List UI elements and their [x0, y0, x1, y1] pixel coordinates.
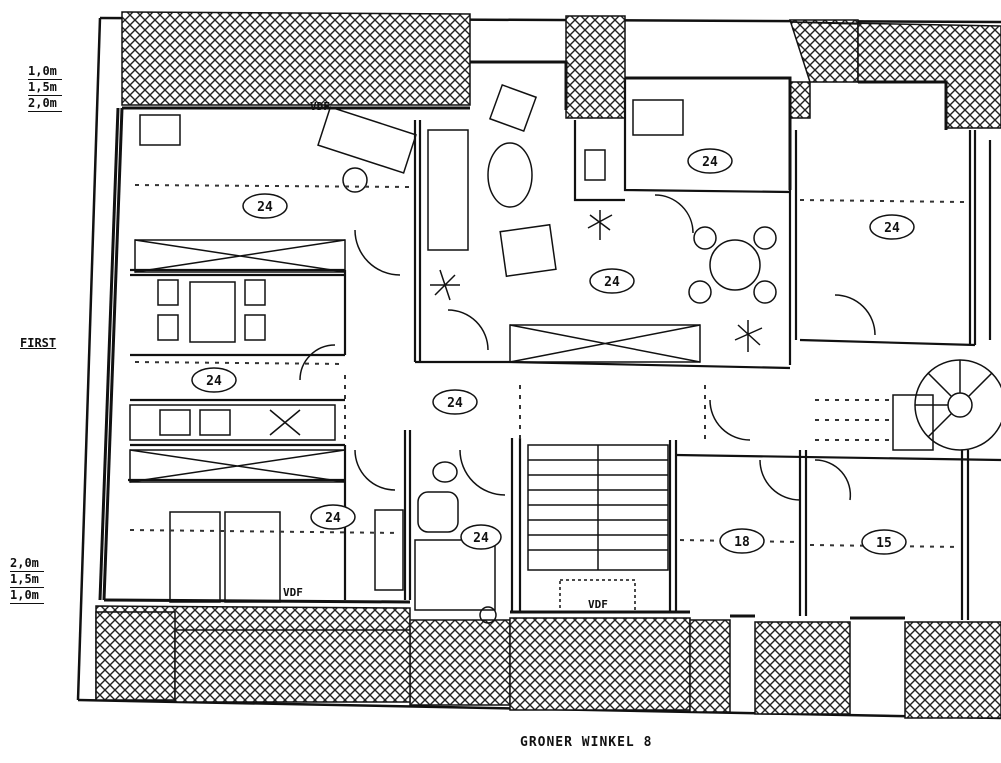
- room-tag-right-top: 24: [869, 214, 915, 240]
- interior-walls: [128, 78, 1001, 620]
- spiral-stair: [892, 359, 1001, 451]
- roof-top-band: [121, 11, 1001, 129]
- ceiling-height-legend-top: 1,0m 1,5m 2,0m: [28, 64, 62, 112]
- furniture-living: [427, 83, 777, 363]
- height-2m: 2,0m: [28, 96, 62, 112]
- vdf-note-bottom-left: VDF: [283, 586, 303, 599]
- room-tag-hall: 24: [432, 389, 478, 415]
- door-swings: [299, 194, 876, 501]
- room-tag-18: 18: [719, 528, 765, 554]
- plan-caption: GRONER WINKEL 8: [520, 735, 653, 750]
- floor-label: FIRST: [20, 336, 57, 350]
- height-1-5m: 1,5m: [28, 80, 62, 96]
- room-number: 15: [876, 536, 892, 551]
- ceiling-height-legend-bottom: 2,0m 1,5m 1,0m: [10, 556, 44, 604]
- height-1m: 1,0m: [28, 64, 62, 80]
- room-number: 24: [206, 374, 222, 389]
- height-2m-bottom: 2,0m: [10, 556, 44, 572]
- room-number: 24: [257, 200, 273, 215]
- vdf-note-top: VDF: [310, 100, 330, 113]
- room-tag-living: 24: [589, 268, 635, 294]
- room-number: 24: [702, 155, 718, 170]
- room-number: 24: [473, 531, 489, 546]
- room-number: 24: [604, 275, 620, 290]
- room-number: 24: [325, 511, 341, 526]
- furniture-bedroom-top: [134, 106, 417, 343]
- room-number: 24: [447, 396, 463, 411]
- room-number: 24: [884, 221, 900, 236]
- height-1m-bottom: 1,0m: [10, 588, 44, 604]
- kitchen-counter: [129, 404, 346, 483]
- room-tag-bedroom-mid: 24: [191, 367, 237, 393]
- room-number: 18: [734, 535, 750, 550]
- bath-fixtures: [414, 461, 497, 624]
- furniture-bedroom-bottom: [169, 509, 404, 603]
- vdf-note-stair: VDF: [588, 598, 608, 611]
- exterior-walls: [98, 60, 948, 620]
- main-stair: [527, 444, 669, 613]
- room-tag-bedroom-bottom: 24: [310, 504, 356, 530]
- plant-icons: [430, 210, 763, 352]
- room-tag-bath: 24: [460, 524, 502, 550]
- room-tag-kitchen-top: 24: [687, 148, 733, 174]
- height-1-5m-bottom: 1,5m: [10, 572, 44, 588]
- room-tag-15: 15: [861, 529, 907, 555]
- room-tag-bedroom-top: 24: [242, 193, 288, 219]
- roof-bottom-band: [95, 605, 1001, 719]
